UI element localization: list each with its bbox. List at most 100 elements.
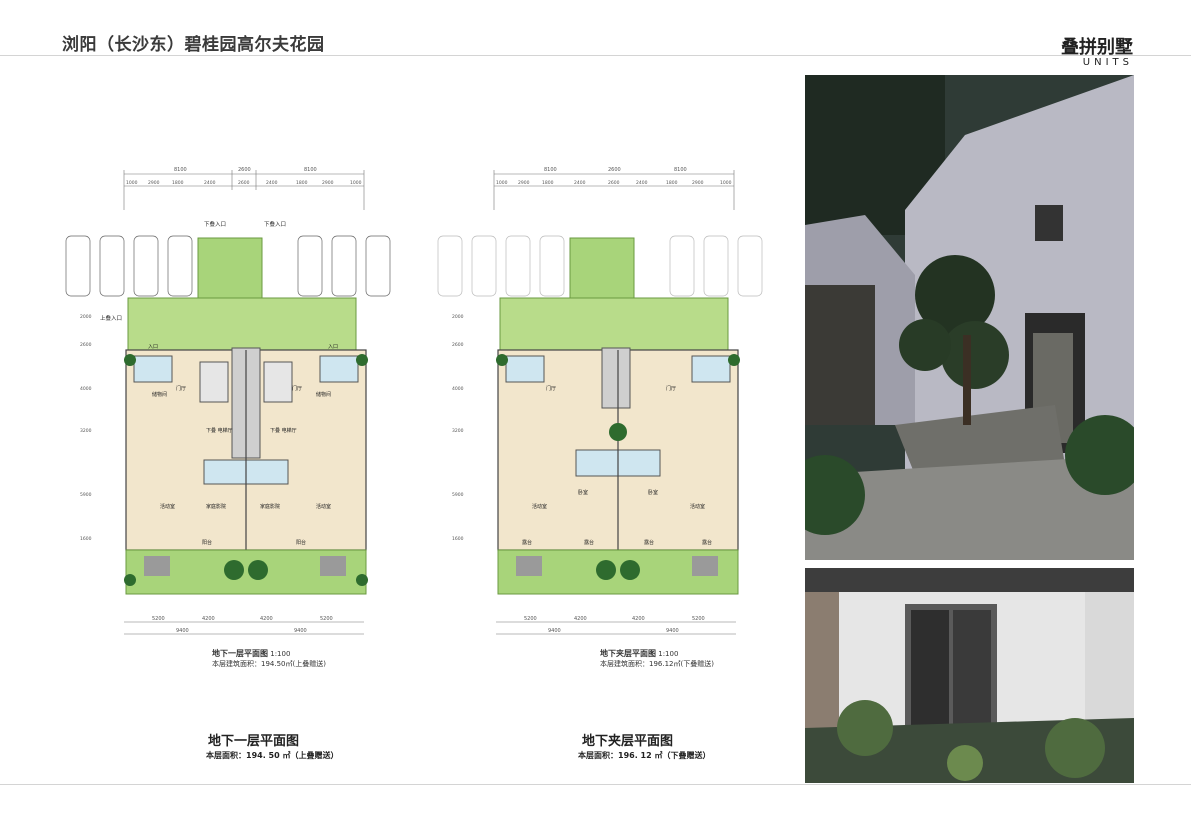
right-caption-title: 地下夹层平面图 (600, 649, 656, 658)
left-dim-labels-right: 2000 2600 4000 3200 5900 1600 (452, 314, 464, 542)
svg-text:2600: 2600 (238, 180, 250, 186)
svg-text:1000: 1000 (496, 180, 508, 186)
svg-text:卧室: 卧室 (648, 489, 658, 496)
svg-text:3200: 3200 (452, 428, 464, 434)
header-divider (0, 55, 1191, 56)
svg-text:露台: 露台 (522, 539, 532, 546)
svg-text:下叠 电梯厅: 下叠 电梯厅 (270, 427, 297, 434)
category-title: 叠拼别墅 (1061, 37, 1133, 58)
entrance-photo-art (805, 568, 1134, 783)
up-entry-label: 上叠入口 (100, 314, 122, 322)
svg-text:4200: 4200 (632, 616, 645, 622)
svg-text:门厅: 门厅 (546, 385, 556, 392)
bathroom-right (319, 355, 359, 383)
top-dim-total-1-right: 8100 (544, 167, 557, 173)
left-plan-title: 地下一层平面图 (208, 734, 300, 749)
svg-text:2900: 2900 (148, 180, 160, 186)
svg-text:阳台: 阳台 (296, 539, 306, 546)
plan-drawing-right: 8100 2600 8100 1000 2900 1800 2400 2600 … (437, 167, 763, 635)
entry-a-label: 入口 (148, 344, 158, 350)
paving-right (320, 556, 346, 576)
units-label: UNITS (1082, 57, 1133, 68)
top-dim-parts-right: 1000 2900 1800 2400 2600 2400 1800 2900 … (496, 180, 732, 186)
svg-text:2400: 2400 (204, 180, 216, 186)
left-caption-title: 地下一层平面图 (212, 649, 268, 658)
top-dimension-lines-right (493, 170, 735, 210)
lift-left (199, 361, 229, 403)
svg-text:储物间: 储物间 (316, 391, 331, 398)
svg-text:2000: 2000 (452, 314, 464, 320)
svg-text:2400: 2400 (574, 180, 586, 186)
left-plan-area: 本层面积：194. 50 ㎡（上叠赠送） (206, 751, 339, 760)
svg-text:1800: 1800 (296, 180, 308, 186)
svg-text:1600: 1600 (452, 536, 464, 542)
svg-text:2600: 2600 (608, 180, 620, 186)
paving-right-right (692, 556, 718, 576)
lift-right (263, 361, 293, 403)
svg-text:4200: 4200 (260, 616, 273, 622)
bottom-dimension-lines-right (496, 621, 736, 635)
svg-text:活动室: 活动室 (532, 503, 547, 510)
svg-text:9400: 9400 (294, 628, 307, 634)
basement-floor-plan: 8100 2600 8100 1000 2900 1800 2400 2600 … (64, 160, 394, 660)
bathroom-left (133, 355, 173, 383)
entry-garden (127, 297, 357, 351)
svg-text:4000: 4000 (80, 386, 92, 392)
project-title: 浏阳（长沙东）碧桂园高尔夫花园 (62, 35, 325, 55)
right-plan-area: 本层面积：196. 12 ㎡（下叠赠送） (578, 751, 711, 760)
bottom-dimension-lines (124, 621, 364, 635)
svg-text:露台: 露台 (584, 539, 594, 546)
right-plan-caption: 地下夹层平面图 1:100 本层建筑面积：196.12㎡(下叠赠送) (600, 648, 714, 669)
left-caption-scale: 1:100 (270, 650, 291, 658)
bottom-dim-labels-right: 5200 4200 4200 5200 9400 9400 (524, 616, 705, 634)
plan-drawing: 8100 2600 8100 1000 2900 1800 2400 2600 … (65, 167, 391, 635)
trees (124, 354, 368, 586)
svg-text:1800: 1800 (542, 180, 554, 186)
bathroom-right-right (691, 355, 731, 383)
svg-text:2400: 2400 (266, 180, 278, 186)
left-dim-labels: 2000 2600 4000 3200 5900 1600 (80, 314, 92, 542)
paving-left (144, 556, 170, 576)
bottom-dim-labels: 5200 4200 4200 5200 9400 9400 (152, 616, 333, 634)
courtyard-photo (805, 75, 1134, 560)
svg-text:2600: 2600 (80, 342, 92, 348)
svg-text:5200: 5200 (320, 616, 333, 622)
top-dim-total-2-right: 2600 (608, 167, 621, 173)
svg-text:2000: 2000 (80, 314, 92, 320)
svg-text:5200: 5200 (524, 616, 537, 622)
svg-text:门厅: 门厅 (666, 385, 676, 392)
down-entry-right-label: 下叠入口 (264, 221, 286, 228)
left-plan-caption: 地下一层平面图 1:100 本层建筑面积：194.50㎡(上叠赠送) (212, 648, 326, 669)
svg-text:1000: 1000 (126, 180, 138, 186)
svg-text:4200: 4200 (202, 616, 215, 622)
svg-text:2900: 2900 (518, 180, 530, 186)
svg-text:1600: 1600 (80, 536, 92, 542)
top-dim-total-2: 2600 (238, 167, 251, 173)
trees-right (496, 354, 740, 580)
right-caption-scale: 1:100 (658, 650, 679, 658)
top-dim-total-3-right: 8100 (674, 167, 687, 173)
svg-text:1000: 1000 (350, 180, 362, 186)
svg-text:5200: 5200 (692, 616, 705, 622)
svg-text:活动室: 活动室 (690, 503, 705, 510)
paving-left-right (516, 556, 542, 576)
front-garden (197, 237, 263, 299)
svg-text:下叠 电梯厅: 下叠 电梯厅 (206, 427, 233, 434)
front-garden-right (569, 237, 635, 299)
svg-text:9400: 9400 (548, 628, 561, 634)
svg-text:露台: 露台 (644, 539, 654, 546)
svg-text:5900: 5900 (80, 492, 92, 498)
svg-text:活动室: 活动室 (160, 503, 175, 510)
top-dim-total-1: 8100 (174, 167, 187, 173)
svg-text:4000: 4000 (452, 386, 464, 392)
entry-garden-right (499, 297, 729, 351)
svg-text:门厅: 门厅 (176, 385, 186, 392)
entry-b-label: 入口 (328, 344, 338, 350)
svg-text:1800: 1800 (666, 180, 678, 186)
svg-text:1800: 1800 (172, 180, 184, 186)
svg-text:4200: 4200 (574, 616, 587, 622)
svg-text:5200: 5200 (152, 616, 165, 622)
svg-text:3200: 3200 (80, 428, 92, 434)
svg-text:储物间: 储物间 (152, 391, 167, 398)
svg-text:门厅: 门厅 (292, 385, 302, 392)
